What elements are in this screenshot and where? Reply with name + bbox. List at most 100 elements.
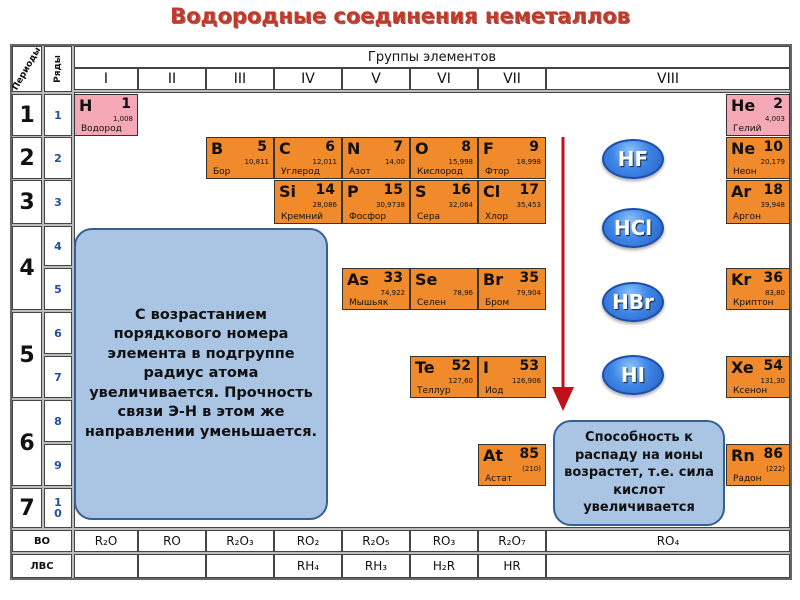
element-name: Сера bbox=[417, 212, 441, 222]
atomic-number: 15 bbox=[383, 182, 403, 198]
atomic-mass: 18,998 bbox=[516, 158, 542, 166]
rows-label: Ряды bbox=[53, 55, 64, 83]
element-symbol: B bbox=[211, 139, 224, 158]
element-name: Водород bbox=[81, 124, 122, 134]
atomic-number: 53 bbox=[519, 358, 539, 374]
atomic-mass: 126,906 bbox=[512, 377, 541, 385]
atomic-number: 36 bbox=[763, 270, 783, 286]
element-symbol: Rn bbox=[731, 446, 755, 465]
atomic-mass: 32,064 bbox=[448, 201, 474, 209]
atomic-mass: 4,003 bbox=[764, 115, 785, 123]
element-symbol: Cl bbox=[483, 182, 501, 201]
hydride-6: H₂R bbox=[410, 554, 478, 578]
element-symbol: As bbox=[347, 270, 369, 289]
element-symbol: Kr bbox=[731, 270, 752, 289]
atomic-number: 35 bbox=[519, 270, 539, 286]
atomic-mass: 131,30 bbox=[760, 377, 786, 385]
atomic-number: 18 bbox=[763, 182, 783, 198]
element-symbol: He bbox=[731, 96, 756, 115]
group-header-1: I bbox=[74, 68, 138, 90]
element-symbol: Br bbox=[483, 270, 504, 289]
atomic-mass: 30,9738 bbox=[376, 201, 405, 209]
hydride-1 bbox=[74, 554, 138, 578]
row-number-6: 6 bbox=[44, 312, 72, 354]
higher-oxide-7: R₂O₇ bbox=[478, 530, 546, 552]
element-name: Неон bbox=[733, 167, 757, 177]
row-number-7: 7 bbox=[44, 356, 72, 398]
element-name: Углерод bbox=[281, 167, 320, 177]
element-symbol: Ar bbox=[731, 182, 752, 201]
atomic-mass: 20,179 bbox=[760, 158, 786, 166]
row-number-4: 4 bbox=[44, 226, 72, 266]
element-name: Радон bbox=[733, 474, 762, 484]
periods-label: Периоды bbox=[10, 45, 44, 93]
rows-header: Ряды bbox=[44, 46, 72, 92]
group-header-8: VIII bbox=[546, 68, 790, 90]
element-symbol: P bbox=[347, 182, 359, 201]
hydride-3 bbox=[206, 554, 274, 578]
element-symbol: Ne bbox=[731, 139, 756, 158]
row-number-5: 5 bbox=[44, 268, 72, 310]
atomic-number: 1 bbox=[121, 96, 131, 112]
element-symbol: I bbox=[483, 358, 489, 377]
element-symbol: F bbox=[483, 139, 494, 158]
groups-header: Группы элементов bbox=[74, 46, 790, 68]
period-number-2: 2 bbox=[12, 137, 42, 179]
element-name: Фосфор bbox=[349, 212, 387, 222]
row-number-10: 1 0 bbox=[44, 488, 72, 528]
element-name: Астат bbox=[485, 474, 513, 484]
atomic-number: 14 bbox=[315, 182, 335, 198]
atomic-mass: 10,811 bbox=[244, 158, 270, 166]
atomic-number: 52 bbox=[451, 358, 471, 374]
group-header-6: VI bbox=[410, 68, 478, 90]
atomic-mass: (222) bbox=[766, 465, 785, 473]
periods-header: Периоды bbox=[10, 45, 44, 93]
atomic-mass: (210) bbox=[522, 465, 541, 473]
atomic-number: 86 bbox=[763, 446, 783, 462]
atomic-number: 33 bbox=[383, 270, 403, 286]
row-number-8: 8 bbox=[44, 400, 72, 442]
atomic-mass: 15,998 bbox=[448, 158, 474, 166]
atomic-mass: 127,60 bbox=[448, 377, 474, 385]
row-number-9: 9 bbox=[44, 444, 72, 486]
atomic-mass: 79,904 bbox=[516, 289, 542, 297]
atomic-mass: 39,948 bbox=[760, 201, 786, 209]
atomic-mass: 14,00 bbox=[384, 158, 405, 166]
acid-hi: HI bbox=[602, 355, 664, 395]
higher-oxide-6: RO₃ bbox=[410, 530, 478, 552]
atomic-mass: 74,922 bbox=[380, 289, 406, 297]
atomic-number: 7 bbox=[393, 139, 403, 155]
element-name: Гелий bbox=[733, 124, 762, 134]
group-header-3: III bbox=[206, 68, 274, 90]
atomic-mass: 78,96 bbox=[452, 289, 473, 297]
element-name: Хлор bbox=[485, 212, 509, 222]
period-number-1: 1 bbox=[12, 94, 42, 136]
element-name: Селен bbox=[417, 298, 446, 308]
page-title: Водородные соединения неметаллов bbox=[170, 4, 630, 28]
period-number-6: 6 bbox=[12, 400, 42, 486]
acid-hbr: HBr bbox=[602, 282, 664, 322]
element-symbol: Se bbox=[415, 270, 438, 289]
element-symbol: C bbox=[279, 139, 291, 158]
atomic-mass: 35,453 bbox=[516, 201, 542, 209]
element-symbol: N bbox=[347, 139, 361, 158]
element-name: Аргон bbox=[733, 212, 761, 222]
acid-strength-note: Способность к распаду на ионы возрастет,… bbox=[553, 420, 725, 526]
period-number-3: 3 bbox=[12, 180, 42, 224]
